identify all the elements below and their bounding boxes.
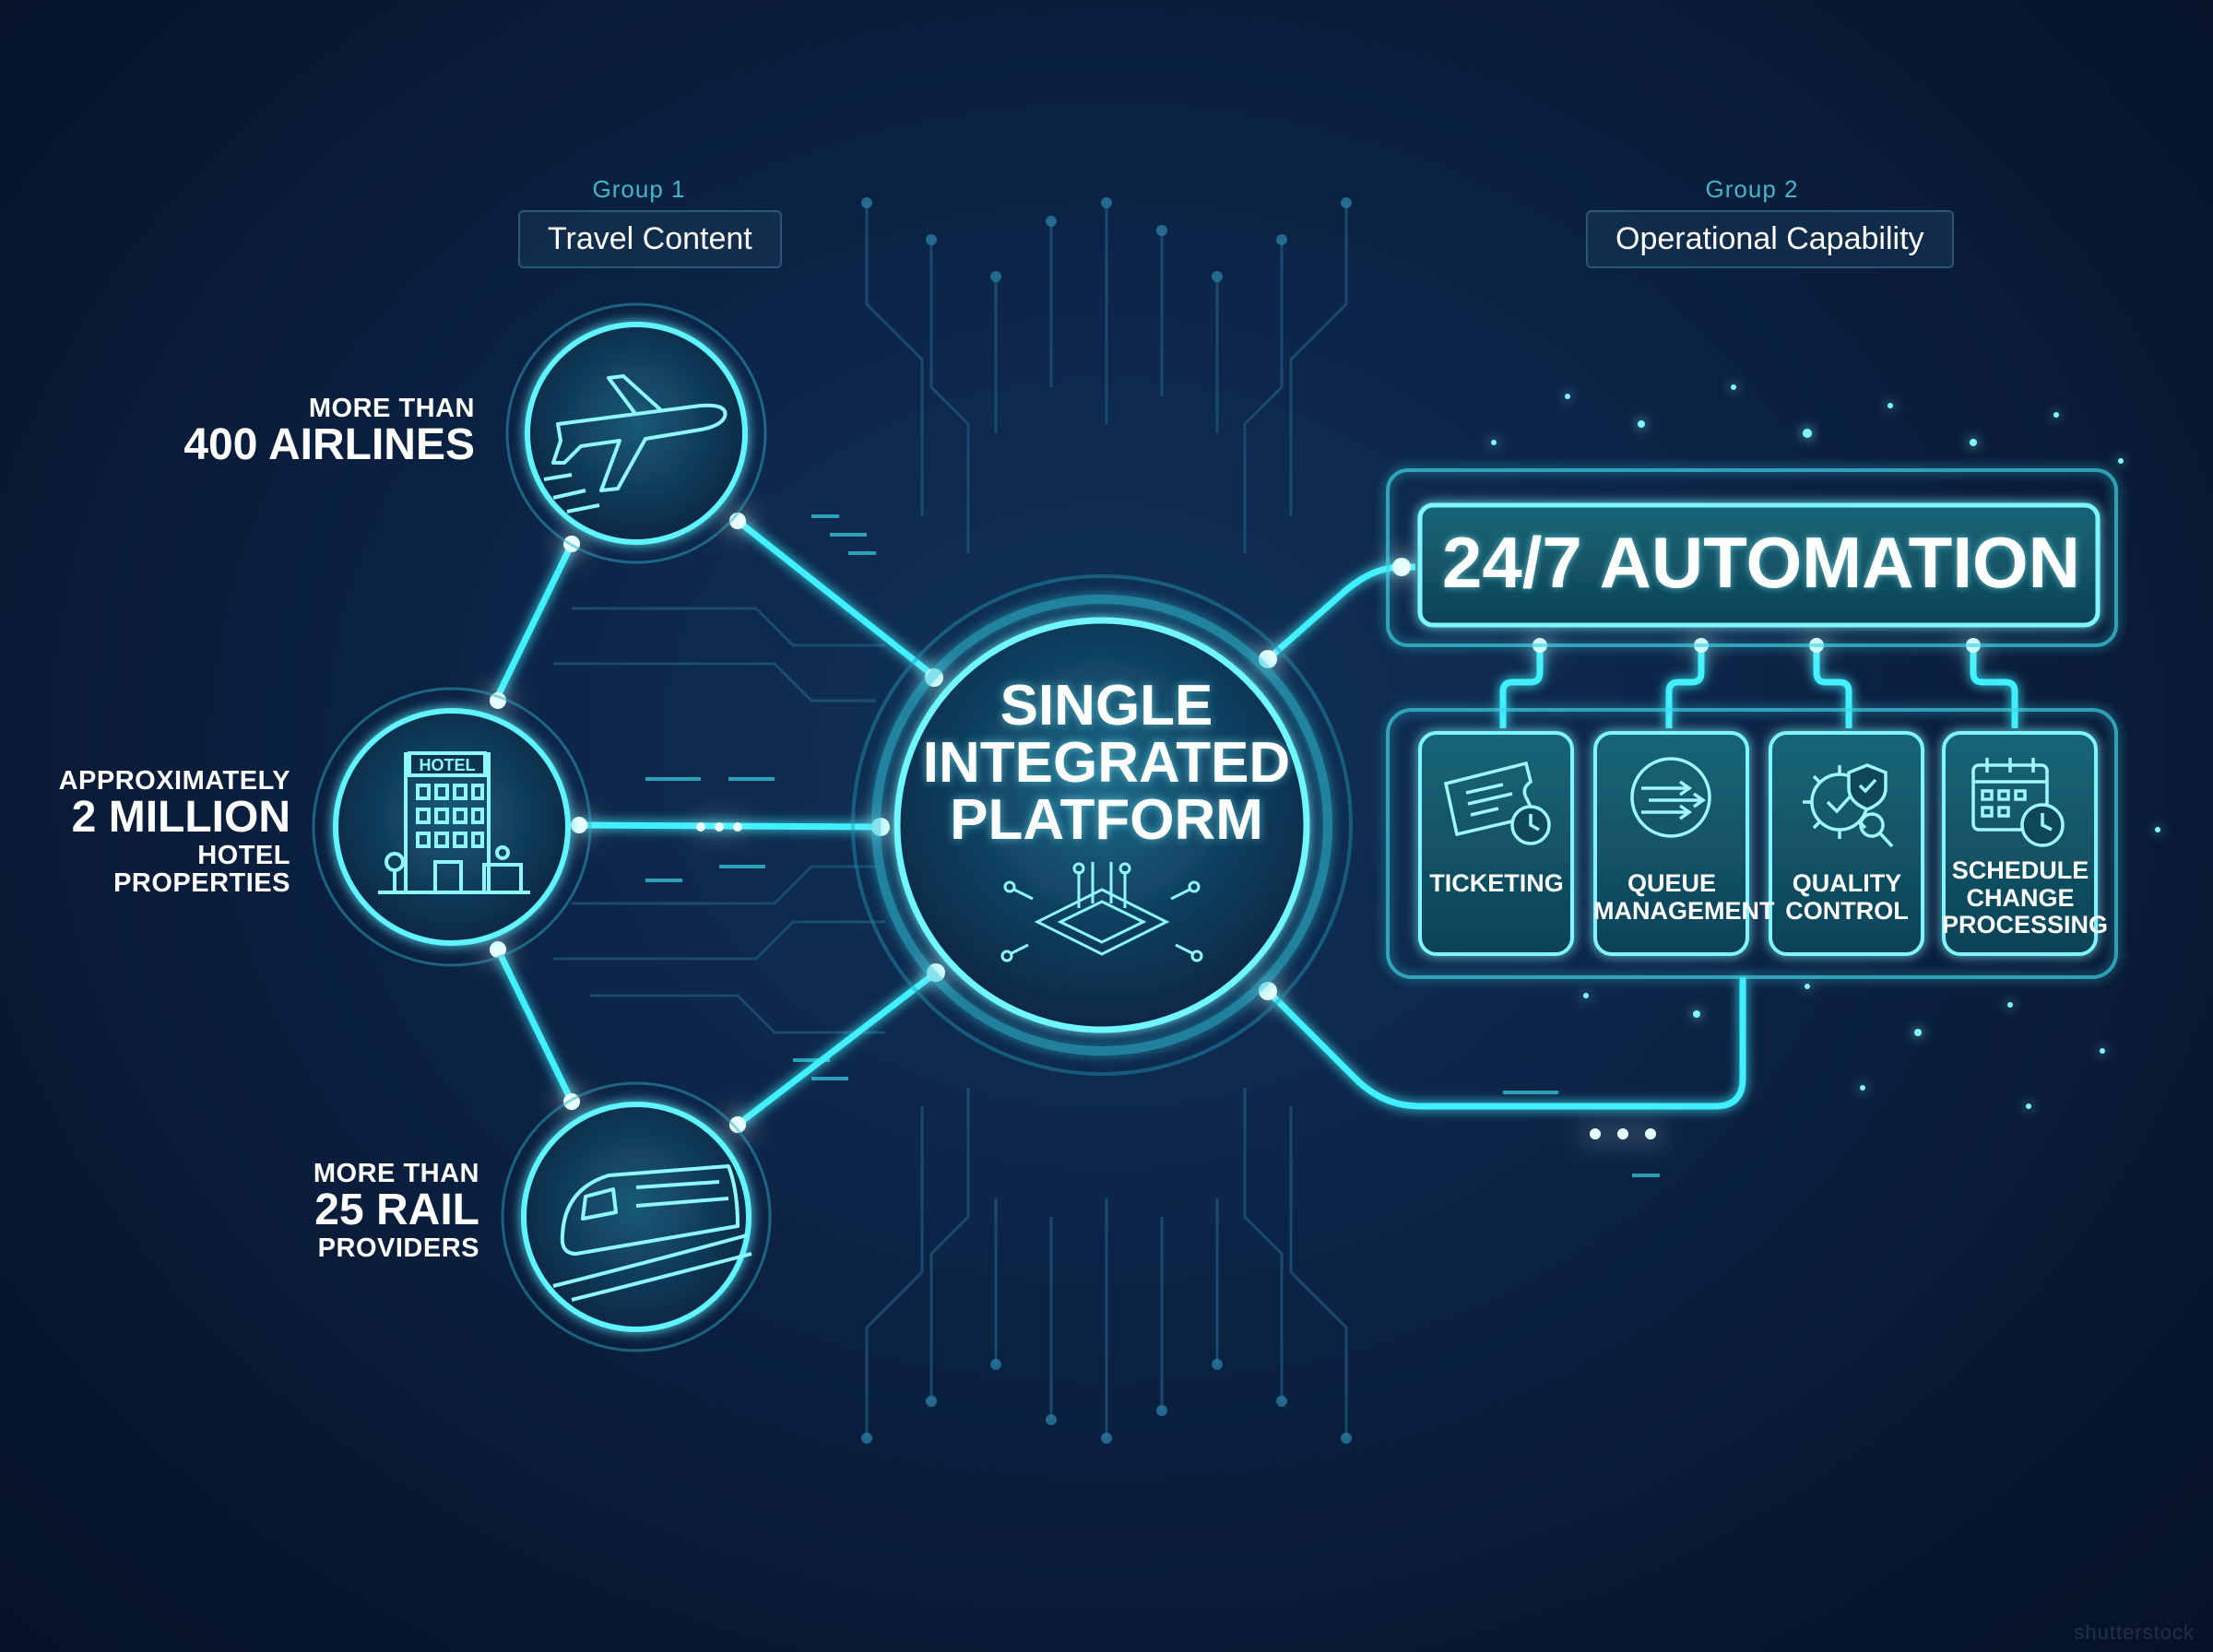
sparkle-particles (1491, 384, 2160, 1109)
group1-title: Travel Content (518, 210, 782, 268)
watermark: shutterstock (2074, 1621, 2195, 1644)
group1-label: Group 1 (592, 175, 686, 203)
automation-title: 24/7 AUTOMATION (1442, 522, 2080, 603)
airplane-icon (543, 374, 728, 513)
card-queue-line1: QUEUE (1627, 869, 1717, 897)
center-line1: SINGLE (1000, 674, 1213, 738)
stat-rail-line1: MORE THAN (313, 1159, 479, 1188)
center-line2: INTEGRATED (922, 731, 1291, 795)
content-connectors (494, 518, 939, 1127)
ticket-clock-icon (1443, 761, 1551, 845)
stat-rail-line2: 25 RAIL (314, 1186, 479, 1235)
card-schedule-line1: SCHEDULE (1951, 856, 2089, 884)
card-quality-line1: QUALITY (1792, 869, 1902, 897)
card-label-quality: QUALITY CONTROL (1769, 869, 1925, 925)
stat-hotels-line2: 2 MILLION (71, 793, 290, 843)
stat-hotels-line1: APPROXIMATELY (58, 766, 290, 796)
center-line3: PLATFORM (950, 788, 1263, 852)
node-airlines (505, 302, 767, 564)
stat-airlines: MORE THAN 400 AIRLINES (138, 395, 475, 469)
card-queue-line2: MANAGEMENT (1593, 896, 1775, 925)
data-dashes (645, 514, 1660, 1177)
calendar-clock-icon (1971, 758, 2065, 847)
hotel-building-icon: HOTEL (378, 751, 530, 894)
train-icon (552, 1164, 752, 1302)
card-ticketing-line1: TICKETING (1429, 869, 1564, 897)
stat-airlines-line2: 400 AIRLINES (183, 420, 475, 470)
stat-hotels-line3: HOTEL PROPERTIES (113, 840, 290, 899)
card-label-ticketing: TICKETING (1418, 869, 1575, 898)
card-schedule-line2: CHANGE (1966, 883, 2075, 912)
hotel-sign-text: HOTEL (420, 756, 476, 774)
card-label-queue: QUEUE MANAGEMENT (1593, 869, 1775, 925)
stat-airlines-line1: MORE THAN (308, 394, 475, 423)
central-hub (851, 574, 1353, 1076)
queue-arrows-icon (1630, 757, 1711, 838)
node-rail (501, 1081, 772, 1352)
card-schedule-line3: PROCESSING (1942, 911, 2109, 939)
group2-title: Operational Capability (1586, 210, 1954, 268)
automation-frame (1386, 468, 2118, 979)
circuit-endpoints (861, 197, 1352, 1444)
gear-shield-icon (1803, 763, 1894, 848)
stat-hotels: APPROXIMATELY 2 MILLION HOTEL PROPERTIES (28, 767, 290, 898)
stat-rail: MORE THAN 25 RAIL PROVIDERS (231, 1159, 479, 1263)
stat-rail-line3: PROVIDERS (317, 1233, 479, 1263)
node-hotels: HOTEL (312, 687, 592, 967)
center-title: SINGLE INTEGRATED PLATFORM (922, 678, 1291, 849)
chip-icon (1000, 862, 1203, 962)
group2-label: Group 2 (1705, 175, 1799, 203)
card-label-schedule: SCHEDULE CHANGE PROCESSING (1942, 856, 2109, 939)
card-quality-line2: CONTROL (1785, 896, 1909, 925)
circuit-traces (553, 203, 1348, 1438)
